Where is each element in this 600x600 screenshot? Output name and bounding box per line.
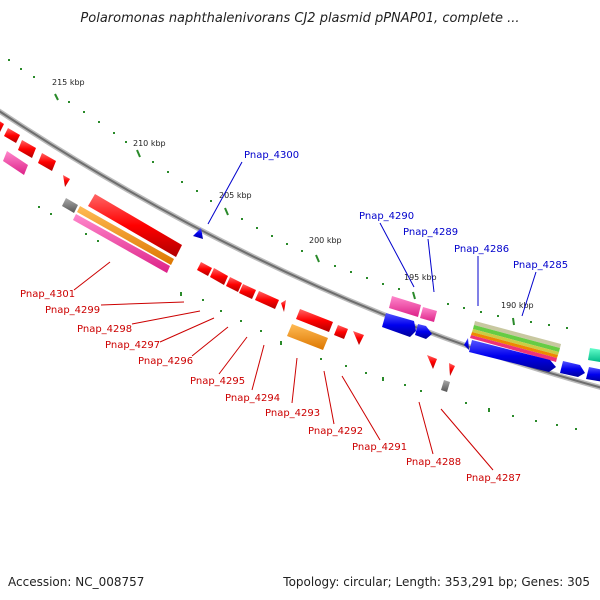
gene-label: Pnap_4296	[138, 356, 193, 367]
cds-feature	[18, 140, 36, 158]
feature-pink	[470, 335, 557, 362]
reverse-leader-lines	[73, 261, 494, 471]
feature-pink	[420, 307, 437, 322]
gene-label: Pnap_4292	[308, 426, 363, 437]
feature-grey	[62, 198, 78, 213]
cds-feature	[427, 355, 437, 369]
gene-label: Pnap_4300	[244, 150, 299, 161]
tick-label: 205 kbp	[219, 191, 252, 200]
cds-feature	[63, 175, 70, 187]
tick-label: 195 kbp	[404, 273, 437, 282]
reverse-cds-features	[0, 121, 455, 376]
gene-label: Pnap_4290	[359, 211, 414, 222]
map-title: Polaromonas naphthalenivorans CJ2 plasmi…	[80, 11, 519, 26]
feature-grey	[474, 321, 561, 348]
tick-label: 190 kbp	[501, 301, 534, 310]
cds-feature	[4, 128, 20, 143]
feature-teal	[588, 348, 600, 362]
cds-feature	[415, 324, 432, 339]
gene-label: Pnap_4295	[190, 376, 245, 387]
gene-label: Pnap_4285	[513, 260, 568, 271]
gene-label: Pnap_4299	[45, 305, 100, 316]
gene-label: Pnap_4287	[466, 473, 521, 484]
major-ticks	[54, 93, 515, 326]
feature-pink	[73, 214, 170, 273]
feature-pink	[3, 151, 28, 175]
cds-feature	[382, 313, 416, 337]
cds-feature	[239, 284, 256, 299]
cds-feature	[197, 262, 212, 276]
forward-cds-features	[193, 228, 600, 382]
other-features	[3, 151, 600, 392]
cds-feature	[210, 268, 228, 285]
gene-label: Pnap_4286	[454, 244, 509, 255]
gene-label: Pnap_4301	[20, 289, 75, 300]
cds-feature	[88, 194, 182, 257]
cds-feature	[353, 331, 364, 345]
cds-feature	[464, 338, 469, 350]
cds-feature	[281, 300, 286, 312]
tick-label: 210 kbp	[133, 139, 166, 148]
cds-feature	[449, 363, 455, 376]
cds-feature	[296, 309, 333, 332]
gene-label: Pnap_4291	[352, 442, 407, 453]
feature-yellow	[472, 329, 559, 355]
cds-feature	[255, 291, 279, 309]
feature-pink	[389, 296, 421, 317]
forward-gene-labels: Pnap_4300 Pnap_4290 Pnap_4289 Pnap_4286 …	[244, 150, 568, 271]
tick-label: 200 kbp	[309, 236, 342, 245]
gene-label: Pnap_4298	[77, 324, 132, 335]
accession-text: Accession: NC_008757	[8, 575, 144, 589]
gene-label: Pnap_4297	[105, 340, 160, 351]
cds-feature	[334, 325, 348, 339]
cds-feature	[586, 367, 600, 382]
tick-dots	[8, 59, 568, 329]
feature-orange	[471, 332, 558, 358]
feature-green	[473, 325, 560, 352]
gene-label: Pnap_4288	[406, 457, 461, 468]
inner-ring-dots	[38, 206, 577, 430]
cds-feature	[226, 277, 242, 292]
cds-feature	[38, 153, 56, 171]
cds-feature	[193, 228, 203, 239]
cds-feature	[0, 121, 4, 132]
gene-label: Pnap_4294	[225, 393, 280, 404]
feature-orange	[287, 324, 328, 350]
gene-label: Pnap_4293	[265, 408, 320, 419]
tick-labels: 215 kbp 210 kbp 205 kbp 200 kbp 195 kbp …	[52, 78, 534, 310]
summary-text: Topology: circular; Length: 353,291 bp; …	[282, 575, 590, 589]
cds-feature	[560, 361, 585, 377]
gene-label: Pnap_4289	[403, 227, 458, 238]
reverse-gene-labels: Pnap_4301 Pnap_4299 Pnap_4298 Pnap_4297 …	[20, 289, 521, 484]
cds-feature	[469, 340, 556, 372]
feature-grey	[441, 380, 450, 392]
feature-orange	[77, 206, 174, 265]
tick-label: 215 kbp	[52, 78, 85, 87]
forward-leader-lines	[207, 161, 537, 317]
